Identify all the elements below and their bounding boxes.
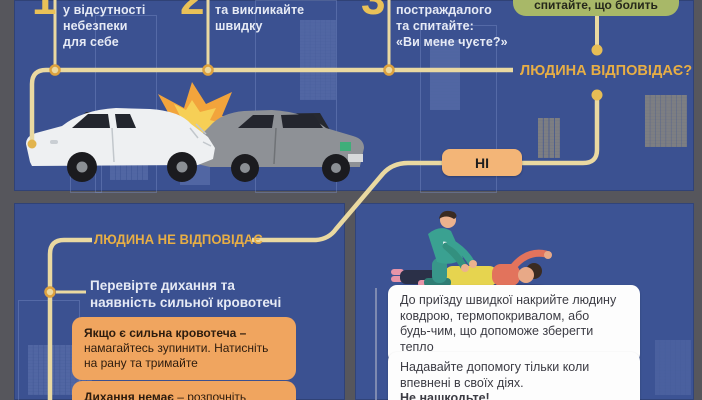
building-windows-decoration	[538, 118, 560, 158]
not-responding-label: ЛЮДИНА НЕ ВІДПОВІДАЄ	[94, 232, 263, 247]
do-no-harm-text: Не нашкодьте!	[400, 391, 490, 400]
bleeding-warning-box: Якщо є сильна кровотеча – намагайтесь зу…	[72, 317, 296, 380]
cover-person-info-box: До приїзду швидкої накрийте людину ковдр…	[388, 285, 640, 363]
no-breathing-warning-box: Дихання немає – розпочніть штучне	[72, 381, 296, 400]
building-windows-decoration	[645, 95, 687, 147]
cover-person-info-text: До приїзду швидкої накрийте людину ковдр…	[400, 293, 617, 354]
ask-pain-bubble: спитайте, що болить	[513, 0, 679, 16]
building-windows-decoration	[655, 340, 691, 395]
no-answer-node-label: НІ	[475, 154, 489, 171]
gray-car	[191, 110, 364, 182]
check-breathing-text: Перевірте дихання та наявність сильної к…	[90, 278, 282, 310]
step-1-number: 1	[32, 0, 56, 22]
caution-info-text: Надавайте допомогу тільки коли впевнені …	[400, 360, 590, 390]
ask-pain-bubble-text: спитайте, що болить	[534, 0, 658, 12]
info-boxes-connector-line	[375, 288, 377, 400]
person-responds-question-label: ЛЮДИНА ВІДПОВІДАЄ?	[520, 62, 693, 79]
step-1-text: у відсутності небезпеки для себе	[63, 3, 146, 49]
step-2-number: 2	[180, 0, 204, 22]
car-crash-illustration	[26, 82, 364, 182]
step-3-text: постраждалого та спитайте: «Ви мене чуєт…	[396, 3, 508, 49]
building-windows-decoration	[430, 40, 460, 110]
lying-person	[391, 249, 552, 286]
cpr-first-aid-illustration	[391, 210, 553, 292]
no-breathing-warning-bold: Дихання немає	[84, 390, 174, 400]
bleeding-warning-bold: Якщо є сильна кровотеча –	[84, 326, 247, 340]
caution-info-box: Надавайте допомогу тільки коли впевнені …	[388, 352, 640, 400]
no-breathing-warning-rest: – розпочніть штучне	[177, 390, 247, 400]
step-2-text: та викликайте швидку	[215, 3, 305, 33]
step-3-number: 3	[361, 0, 385, 22]
bleeding-warning-rest: намагайтесь зупинити. Натисніть на рану …	[84, 341, 269, 370]
no-answer-node: НІ	[442, 149, 522, 176]
